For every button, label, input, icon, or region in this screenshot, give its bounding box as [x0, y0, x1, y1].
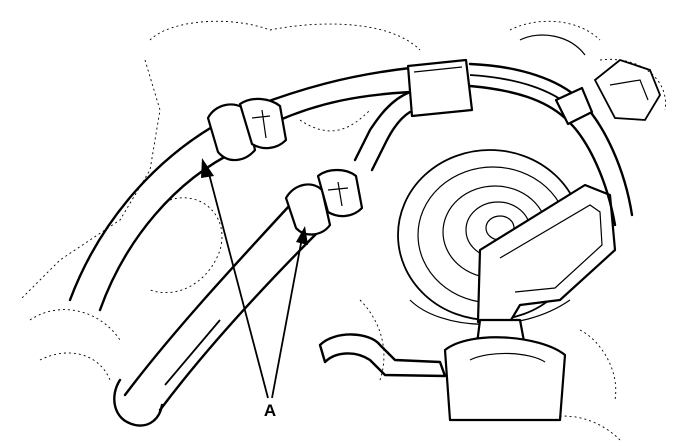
pipe-fitting	[554, 86, 594, 126]
callout-arrows	[201, 158, 308, 399]
lower-hose-clamp	[284, 168, 364, 236]
callout-label-a: A	[263, 401, 277, 420]
engine-mount-boss	[519, 34, 662, 121]
hose-end-loop	[113, 378, 164, 427]
upper-hose-clamp	[206, 97, 288, 162]
lower-vacuum-hose	[123, 203, 324, 412]
wire-clip	[318, 333, 447, 378]
arrowhead-lower-hose	[296, 226, 308, 245]
actuator-bracket	[443, 183, 617, 422]
background-engine-parts	[19, 20, 666, 441]
pipe-sleeve	[406, 58, 474, 118]
arrowhead-upper-hose	[201, 158, 214, 178]
